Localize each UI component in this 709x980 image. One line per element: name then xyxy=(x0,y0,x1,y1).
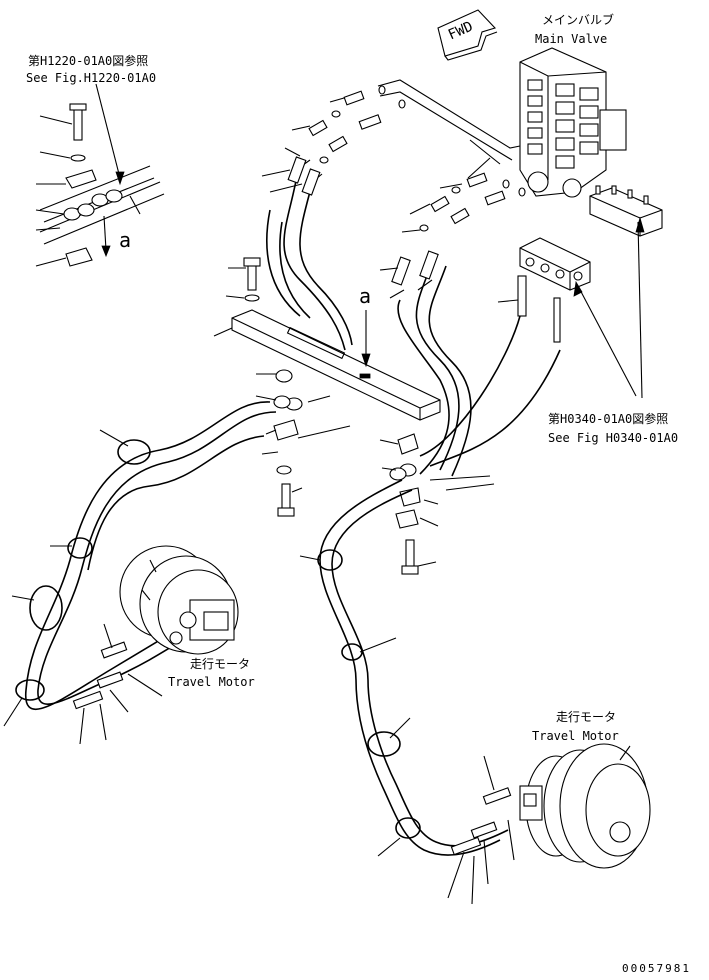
reference-note-top-jp: 第H1220-01A0図参照 xyxy=(28,54,149,68)
main-valve-label-jp: メインバルブ xyxy=(542,13,615,27)
reference-note-top-en: See Fig.H1220-01A0 xyxy=(26,71,157,85)
hose-fittings-center xyxy=(261,156,439,299)
pilot-block xyxy=(589,185,663,237)
detail-a-label-center: a xyxy=(359,284,372,308)
fwd-arrow-icon xyxy=(437,9,498,61)
document-number: 00057981 xyxy=(622,962,691,975)
travel-motor-left-label-jp: 走行モータ xyxy=(190,657,251,671)
travel-motor-left-label-en: Travel Motor xyxy=(168,675,255,689)
reference-note-right-jp: 第H0340-01A0図参照 xyxy=(548,412,669,426)
travel-motor-right-label-jp: 走行モータ xyxy=(556,710,617,724)
main-valve-icon xyxy=(519,47,627,198)
reference-note-right-en: See Fig H0340-01A0 xyxy=(548,431,679,445)
travel-motor-icon xyxy=(119,545,239,655)
travel-motor-icon xyxy=(519,743,651,869)
mounting-bracket xyxy=(213,309,441,421)
travel-motor-right-label-en: Travel Motor xyxy=(532,729,619,743)
valve-fittings xyxy=(308,85,526,232)
bolts xyxy=(225,257,561,575)
swivel-block xyxy=(519,237,591,291)
leader-lines xyxy=(284,97,501,233)
main-valve-label-en: Main Valve xyxy=(535,32,608,46)
right-motor-hoses xyxy=(299,315,561,905)
detail-a-label-left: a xyxy=(119,228,132,252)
left-motor-hoses xyxy=(3,401,277,745)
detail-a-drawing xyxy=(35,83,165,267)
hose-clamps xyxy=(255,369,495,529)
